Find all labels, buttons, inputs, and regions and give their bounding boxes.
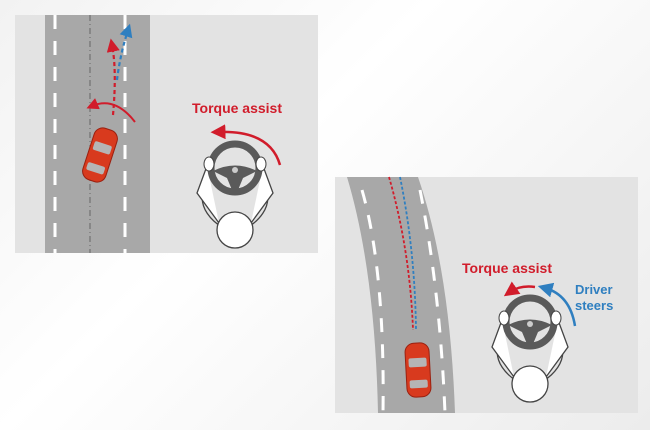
torque-arrow: [210, 124, 282, 166]
assisted-path: [106, 38, 120, 116]
car-rotation-arrow: [86, 98, 136, 123]
driver-steers-label-line2: steers: [575, 298, 613, 313]
torque-arrow: [503, 281, 536, 297]
car-icon: [404, 341, 432, 399]
straight-road-panel: Torque assist: [15, 15, 318, 253]
driver-steer-arrow: [537, 282, 577, 327]
driver-path: [399, 176, 417, 331]
curved-road-panel: Torque assist Driver steers: [335, 176, 638, 414]
driver-steers-label-line1: Driver: [575, 282, 613, 297]
torque-assist-label: Torque assist: [462, 260, 552, 276]
torque-assist-label: Torque assist: [192, 100, 282, 116]
assisted-path: [388, 176, 414, 331]
